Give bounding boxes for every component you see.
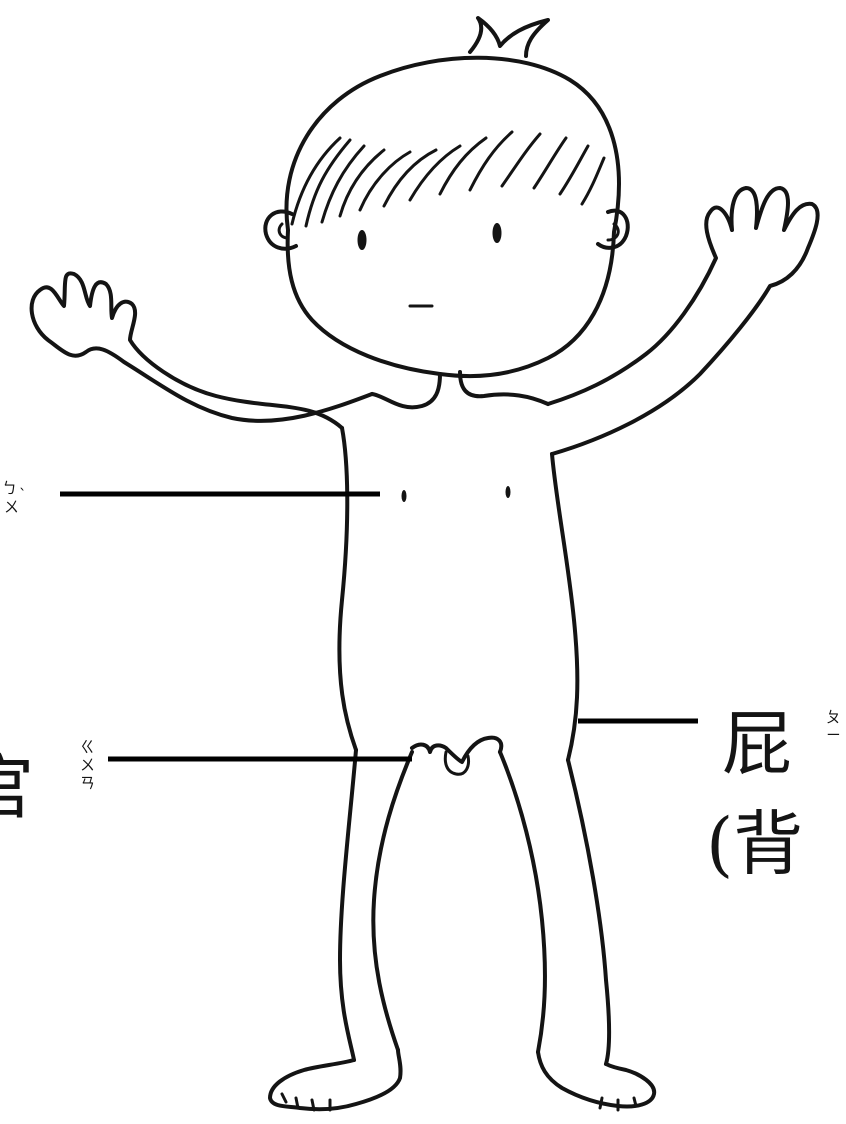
left-ear — [263, 209, 298, 251]
left-ear-inner — [277, 222, 290, 240]
right-leg-outer — [566, 758, 611, 1066]
right-foot — [536, 1050, 657, 1109]
chest-zhuyin-tone: ˋ — [19, 486, 27, 504]
right-nipple — [505, 486, 511, 498]
buttocks-zhuyin-1: ㄆ — [826, 708, 841, 726]
left-leg-inner — [371, 750, 414, 1052]
buttocks-character: 屁 — [722, 703, 792, 785]
torso-right — [550, 452, 580, 762]
hair-fringe — [290, 130, 606, 228]
right-foot-toes — [598, 1096, 638, 1112]
hair-tuft — [468, 16, 550, 58]
head-outline — [284, 55, 621, 379]
genital-detail — [443, 750, 470, 776]
genital-zhuyin-3: ㄢ — [80, 774, 95, 792]
left-arm — [29, 271, 374, 430]
right-ear-inner — [606, 222, 620, 242]
genital-area — [410, 735, 504, 764]
neck-right — [458, 370, 550, 406]
right-eye — [492, 223, 502, 243]
left-foot — [268, 1048, 403, 1112]
neck-left — [370, 372, 442, 410]
right-leg-inner — [498, 750, 547, 1054]
torso-left — [337, 426, 358, 752]
chest-zhuyin-2: ㄨ — [4, 498, 19, 516]
chest-zhuyin-1: ㄅ — [2, 479, 17, 497]
left-eye — [357, 230, 367, 250]
left-nipple — [401, 490, 407, 502]
left-leg-outer — [338, 748, 358, 1062]
right-ear — [596, 208, 630, 250]
right-arm — [546, 186, 820, 456]
genital-character: 官 — [0, 747, 34, 829]
child-figure — [29, 16, 820, 1112]
buttocks-zhuyin-2: ㄧ — [826, 726, 841, 744]
left-foot-toes — [280, 1092, 332, 1112]
buttocks-note: (背 — [706, 803, 803, 885]
genital-zhuyin-2: ㄨ — [80, 756, 95, 774]
genital-zhuyin-1: ㄍ — [80, 738, 95, 756]
